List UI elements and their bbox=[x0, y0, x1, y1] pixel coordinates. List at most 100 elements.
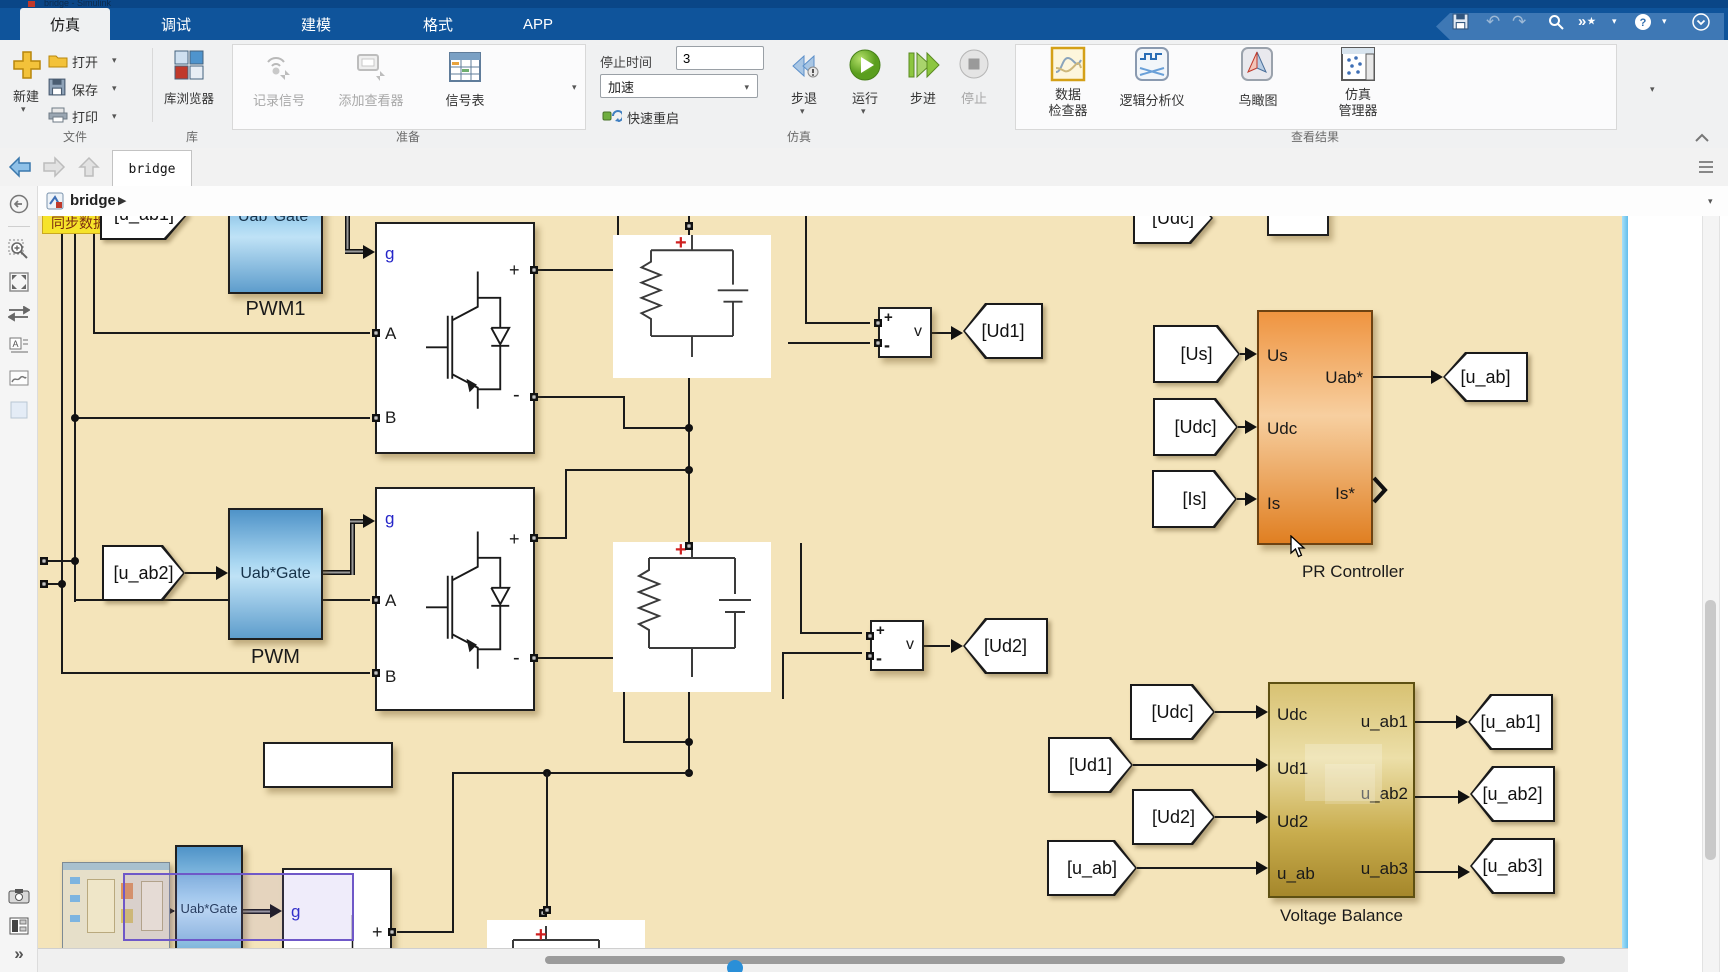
save-file-icon[interactable] bbox=[48, 78, 66, 96]
save-icon[interactable] bbox=[1452, 8, 1469, 35]
step-forward-icon[interactable] bbox=[906, 50, 940, 80]
sim-manager-button[interactable]: 仿真 bbox=[1344, 87, 1371, 102]
goto-tag[interactable]: [Ud2] bbox=[963, 618, 1048, 674]
add-viewer-icon[interactable] bbox=[354, 52, 390, 82]
model-canvas[interactable]: + + + 同步数据 [u_ab1] [Udc] bbox=[38, 216, 1628, 972]
signal-wire[interactable] bbox=[452, 772, 691, 774]
pr-controller-block[interactable]: Us Udc Is Uab* Is* bbox=[1257, 310, 1373, 545]
signal-wire[interactable] bbox=[75, 599, 370, 601]
annotation-icon[interactable]: A bbox=[7, 334, 31, 358]
expand-icon[interactable]: » bbox=[14, 944, 24, 963]
subsystem-icon[interactable] bbox=[7, 914, 31, 938]
signal-wire[interactable] bbox=[800, 632, 862, 634]
signal-wire[interactable] bbox=[535, 537, 567, 539]
model-thumbnail[interactable] bbox=[62, 862, 170, 950]
breadcrumb-arrow-icon[interactable]: ▶ bbox=[118, 195, 127, 207]
data-inspector-icon[interactable] bbox=[1050, 46, 1086, 82]
logic-analyzer-icon[interactable] bbox=[1134, 46, 1170, 82]
tab-format[interactable]: 格式 bbox=[422, 16, 453, 34]
tab-list-icon[interactable] bbox=[1698, 160, 1714, 174]
signal-wire[interactable] bbox=[61, 672, 370, 674]
signal-wire[interactable] bbox=[61, 216, 63, 674]
signal-wire[interactable] bbox=[782, 652, 862, 654]
from-tag[interactable]: [Ud1] bbox=[1048, 737, 1133, 793]
zoom-icon[interactable] bbox=[7, 238, 31, 262]
signal-wire[interactable] bbox=[623, 427, 691, 429]
goto-tag[interactable]: [u_ab2] bbox=[1470, 766, 1555, 822]
up-icon[interactable] bbox=[78, 156, 100, 178]
minimize-ribbon-icon[interactable] bbox=[1694, 132, 1710, 144]
signal-table-button[interactable]: 信号表 bbox=[445, 93, 485, 108]
signal-wire[interactable] bbox=[623, 396, 625, 429]
rc-load-block[interactable]: + bbox=[613, 232, 771, 378]
library-browser-button[interactable]: 库浏览器 bbox=[163, 92, 214, 106]
tab-simulation[interactable]: 仿真 bbox=[20, 8, 110, 40]
tab-apps[interactable]: APP bbox=[522, 15, 553, 33]
signal-wire[interactable] bbox=[535, 396, 625, 398]
data-inspector-button-l2[interactable]: 检查器 bbox=[1048, 103, 1088, 118]
from-tag[interactable]: [Udc] bbox=[1153, 398, 1238, 456]
prepare-more-caret-icon[interactable]: ▾ bbox=[572, 82, 577, 92]
sim-manager-button-l2[interactable]: 管理器 bbox=[1338, 103, 1378, 118]
tab-modeling[interactable]: 建模 bbox=[300, 16, 331, 34]
logic-analyzer-button[interactable]: 逻辑分析仪 bbox=[1119, 93, 1185, 108]
tab-debug[interactable]: 调试 bbox=[160, 16, 191, 34]
bus-wire[interactable] bbox=[350, 519, 355, 575]
signal-wire[interactable] bbox=[535, 269, 619, 271]
block-label[interactable]: PWM bbox=[251, 646, 300, 668]
help-icon[interactable]: ? bbox=[1634, 8, 1652, 35]
data-inspector-button[interactable]: 数据 bbox=[1054, 87, 1081, 102]
signal-wire[interactable] bbox=[565, 470, 567, 539]
stop-button[interactable]: 停止 bbox=[960, 91, 987, 106]
undo-icon[interactable]: ↶ bbox=[1486, 11, 1501, 31]
add-viewer-button[interactable]: 添加查看器 bbox=[338, 93, 404, 108]
signal-wire[interactable] bbox=[932, 332, 954, 334]
scrollbar-thumb[interactable] bbox=[545, 956, 1565, 964]
stop-icon[interactable] bbox=[958, 48, 990, 80]
horizontal-scrollbar[interactable] bbox=[38, 948, 1628, 972]
print-icon[interactable] bbox=[48, 107, 68, 123]
block-label[interactable]: PWM1 bbox=[245, 298, 306, 320]
signal-route-icon[interactable] bbox=[7, 302, 31, 326]
ribbon-overflow-caret-icon[interactable]: ▾ bbox=[1650, 84, 1655, 94]
breadcrumb-model[interactable]: bridge bbox=[70, 192, 116, 209]
from-tag[interactable]: [u_ab2] bbox=[102, 545, 185, 601]
area-icon[interactable] bbox=[7, 398, 31, 422]
signal-wire[interactable] bbox=[94, 332, 370, 334]
fit-view-icon[interactable] bbox=[7, 270, 31, 294]
signal-wire[interactable] bbox=[805, 322, 870, 324]
goto-tag[interactable]: [u_ab] bbox=[1443, 352, 1528, 402]
signal-wire[interactable] bbox=[397, 931, 454, 933]
bus-wire[interactable] bbox=[243, 909, 275, 914]
signal-wire[interactable] bbox=[688, 692, 690, 775]
library-browser-icon[interactable] bbox=[174, 50, 204, 80]
simulation-mode-select[interactable]: 加速 ▾ bbox=[600, 74, 758, 98]
voltage-measurement-block[interactable]: + - v bbox=[878, 307, 932, 358]
run-caret-icon[interactable]: ▾ bbox=[861, 106, 866, 116]
signal-wire[interactable] bbox=[800, 543, 802, 634]
open-caret-icon[interactable]: ▾ bbox=[112, 55, 117, 65]
step-back-icon[interactable] bbox=[788, 50, 820, 82]
signal-wire[interactable] bbox=[688, 378, 690, 543]
bus-wire[interactable] bbox=[345, 249, 369, 254]
from-tag[interactable]: [Udc] bbox=[1130, 684, 1215, 740]
run-button[interactable]: 运行 bbox=[851, 91, 878, 106]
sim-manager-icon[interactable] bbox=[1340, 46, 1376, 82]
igbt-bridge-block[interactable]: g A B + - bbox=[375, 222, 535, 454]
forward-icon[interactable] bbox=[42, 156, 66, 178]
breadcrumb-caret-icon[interactable]: ▾ bbox=[1708, 196, 1713, 206]
scrollbar-thumb[interactable] bbox=[1705, 600, 1716, 860]
signal-wire[interactable] bbox=[1373, 376, 1431, 378]
model-tab[interactable]: bridge bbox=[112, 150, 192, 187]
save-caret-icon[interactable]: ▾ bbox=[112, 83, 117, 93]
voltage-measurement-block[interactable]: + - v bbox=[870, 620, 924, 671]
bus-wire[interactable] bbox=[350, 519, 370, 524]
signal-wire[interactable] bbox=[47, 560, 75, 562]
open-icon[interactable] bbox=[48, 53, 68, 68]
igbt-bridge-block[interactable]: g A B + - bbox=[375, 487, 535, 711]
new-icon[interactable] bbox=[12, 50, 42, 80]
signal-wire[interactable] bbox=[93, 216, 95, 334]
stop-time-input[interactable] bbox=[676, 46, 764, 70]
vertical-scrollbar[interactable] bbox=[1702, 216, 1720, 972]
signal-wire[interactable] bbox=[805, 216, 807, 324]
